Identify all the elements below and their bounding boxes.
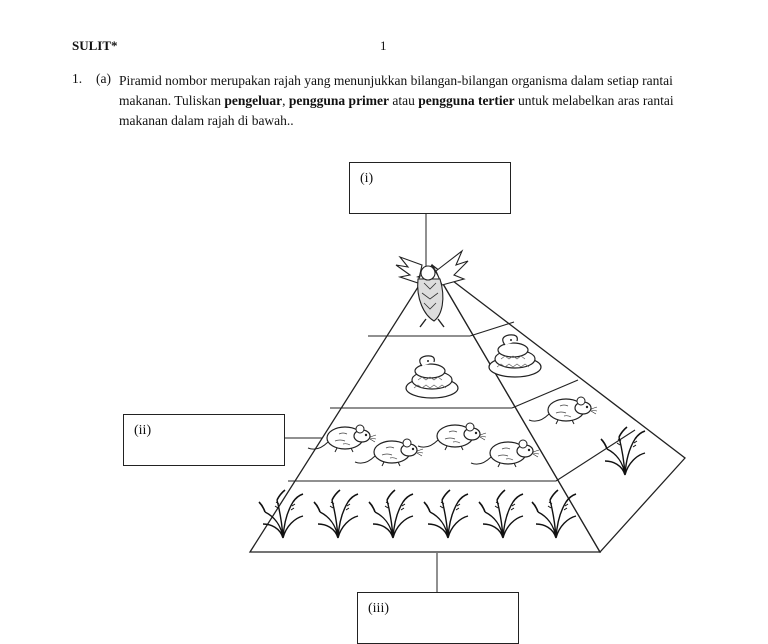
answer-box-iii[interactable]: (iii) [357,592,519,644]
pyramid-figure [0,0,768,630]
answer-box-ii[interactable]: (ii) [123,414,285,466]
answer-box-i[interactable]: (i) [349,162,511,214]
box-label-iii: (iii) [368,601,389,617]
box-label-ii: (ii) [134,423,151,439]
box-label-i: (i) [360,171,373,187]
pyramid [250,265,685,552]
